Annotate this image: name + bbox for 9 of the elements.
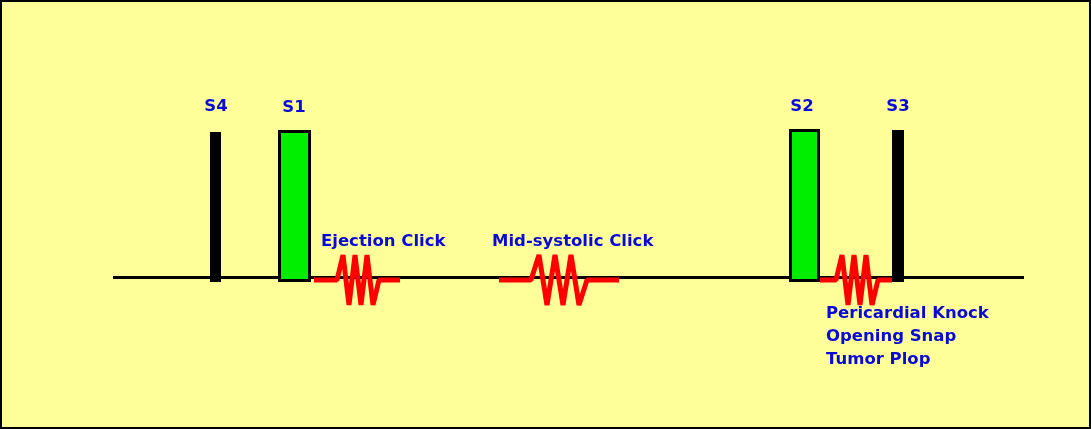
sound-label: S3 [886,96,910,115]
sound-label: Mid-systolic Click [492,231,654,250]
sound-label: Ejection Click [321,231,446,250]
sound-label: Opening Snap [826,326,957,345]
sound-label: S1 [282,97,306,116]
sound-label: Tumor Plop [826,349,931,368]
sound-label: S2 [790,96,814,115]
sound-label: S4 [204,96,228,115]
sound-label: Pericardial Knock [826,303,989,322]
